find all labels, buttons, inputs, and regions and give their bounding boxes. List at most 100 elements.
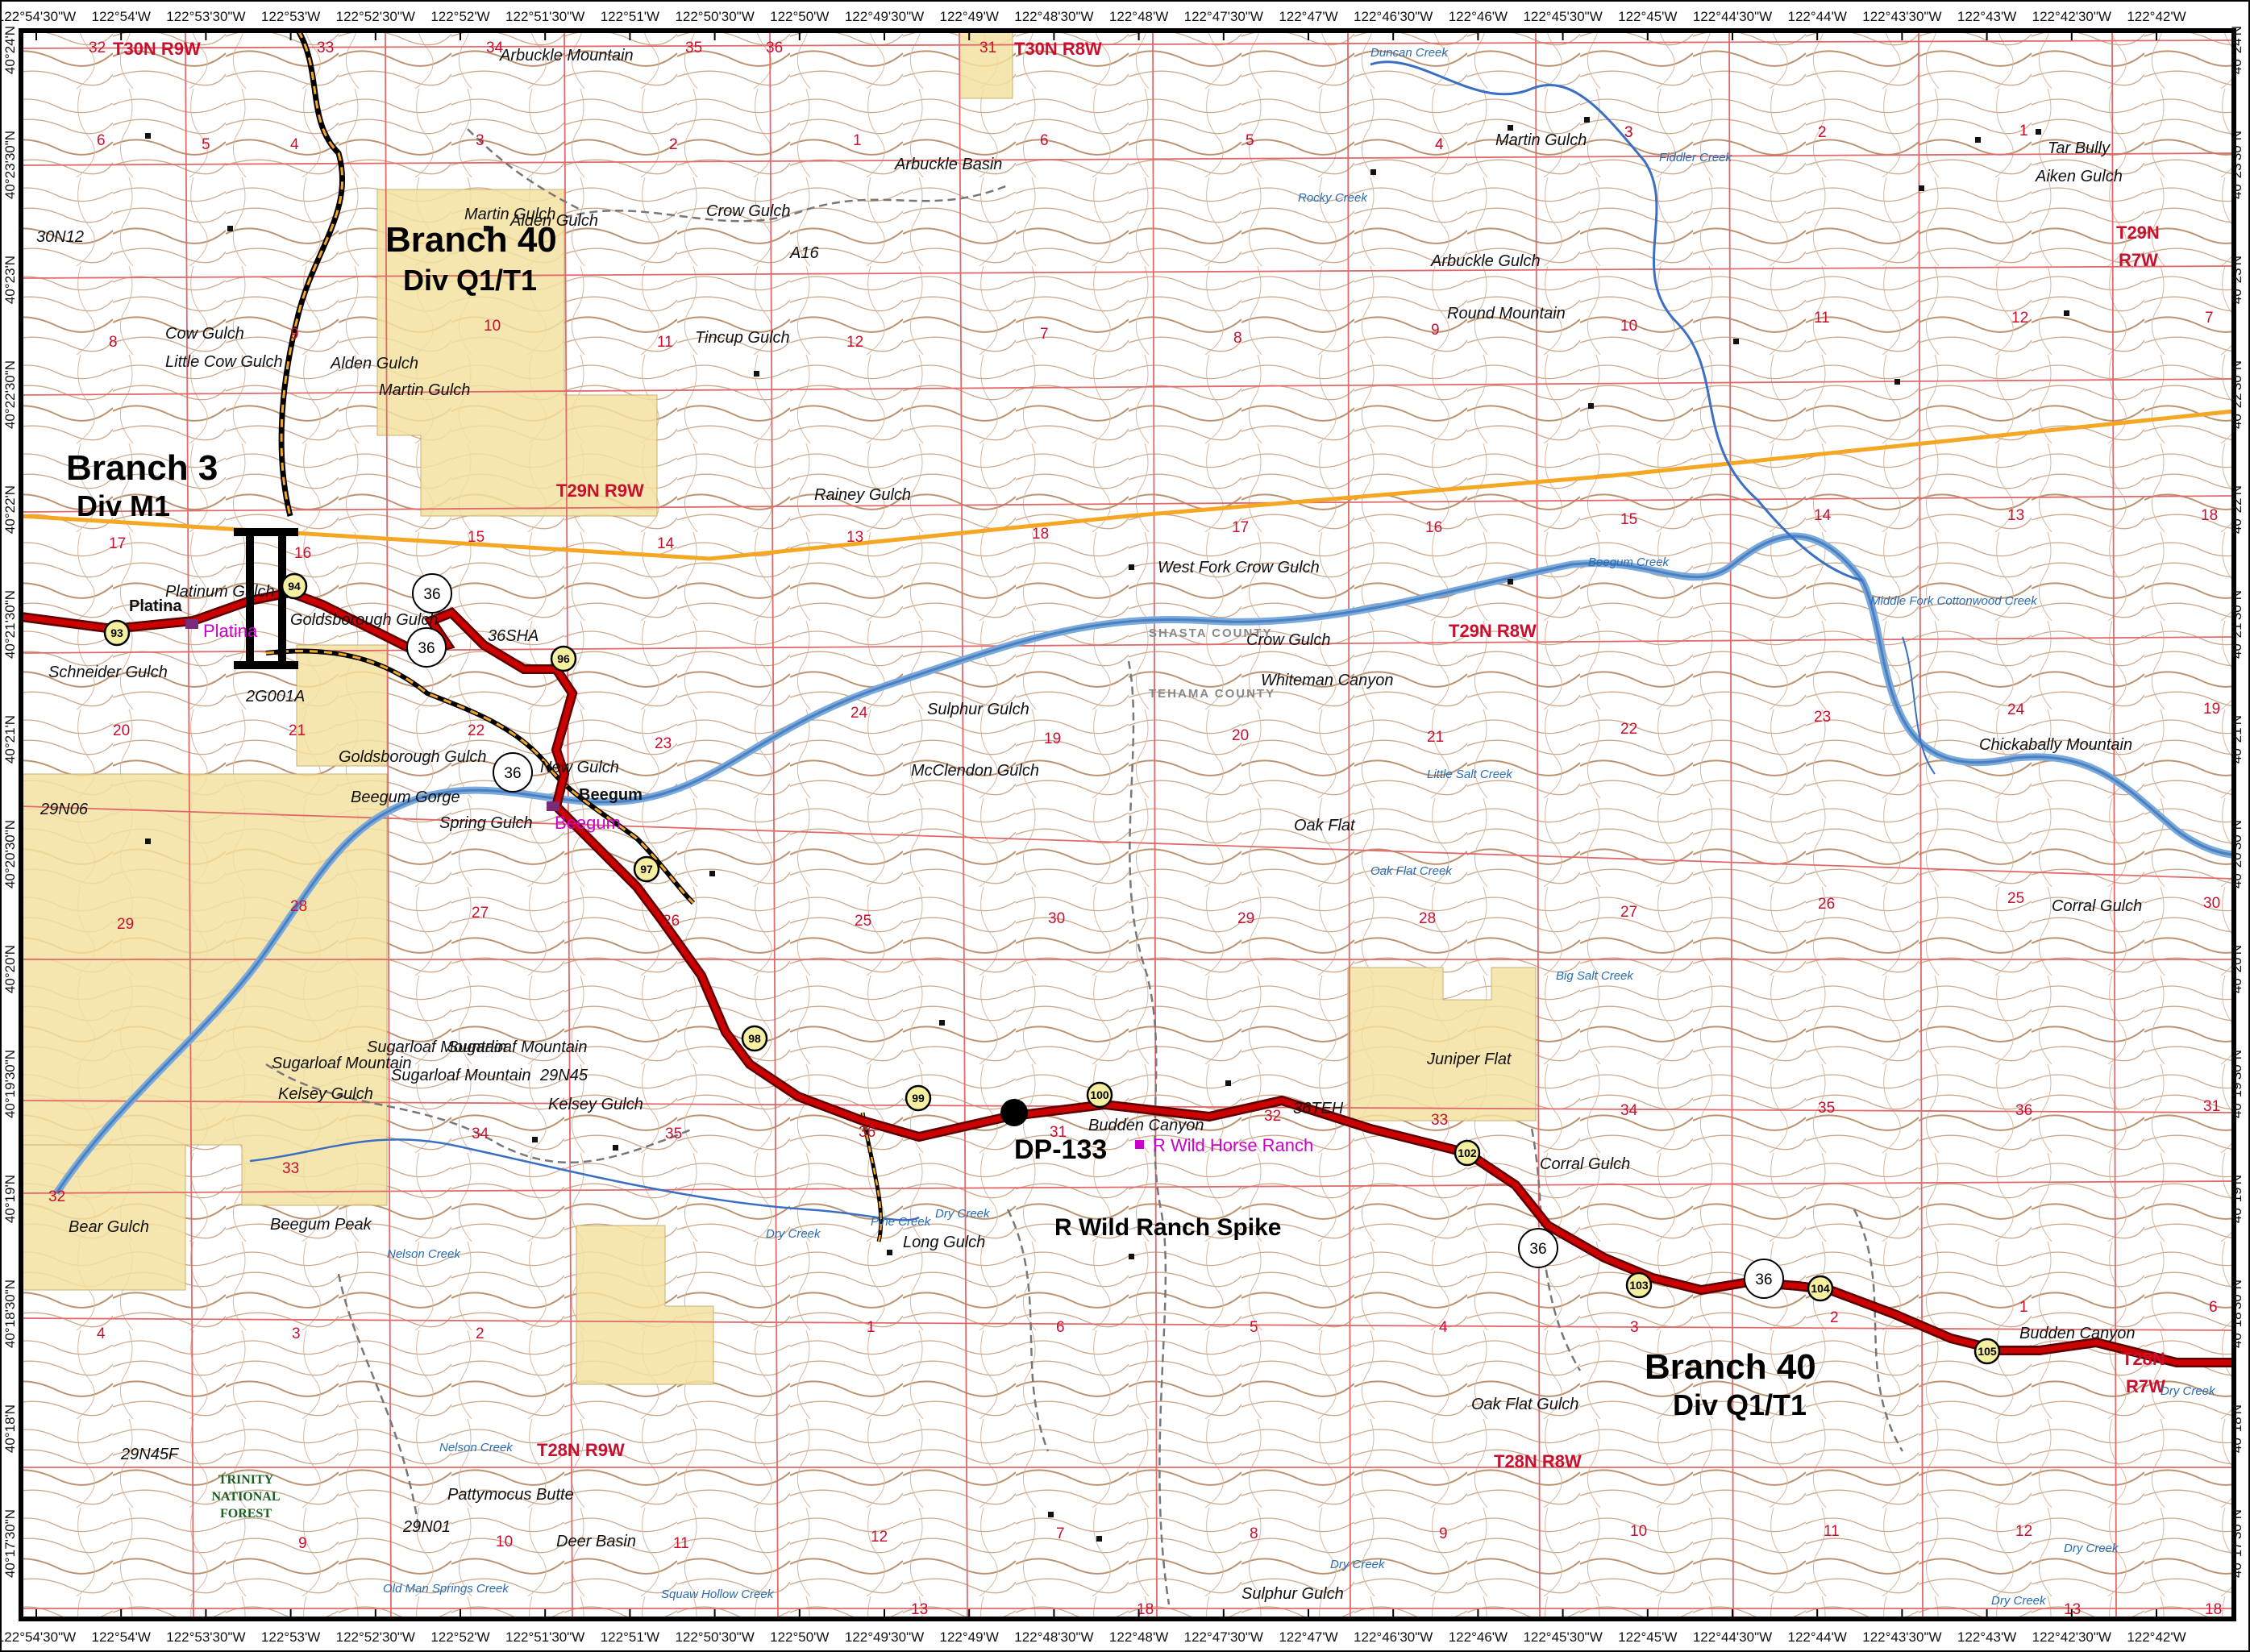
place-label: Martin Gulch [464, 206, 555, 223]
mile-marker-label: 102 [1458, 1146, 1477, 1159]
top-lon-label: 122°51'30"W [505, 9, 584, 24]
county-label: SHASTA COUNTY [1149, 626, 1273, 640]
top-lon-label: 122°44'30"W [1693, 9, 1772, 24]
orange-boundary-line [20, 409, 2235, 561]
section-number: 11 [1814, 310, 1830, 327]
section-number: 13 [846, 529, 863, 546]
section-number: 36 [766, 40, 783, 56]
top-lon-label: 122°50'30"W [675, 9, 754, 24]
top-lon-label: 122°48'30"W [1014, 9, 1093, 24]
top-lon-label: 122°47'30"W [1184, 9, 1263, 24]
section-number: 10 [496, 1533, 513, 1550]
beegum-magenta-label: Beegum [555, 813, 621, 833]
section-number: 10 [1630, 1523, 1647, 1540]
right-lat-label: 40°20'30"N [2229, 820, 2244, 888]
section-number: 32 [1264, 1108, 1281, 1125]
road-label: 30N12 [36, 228, 84, 246]
bottom-lon-label: 122°42'W [2127, 1629, 2186, 1645]
bottom-lon-label: 122°46'W [1449, 1629, 1508, 1645]
division-label: Div M1 [77, 489, 170, 522]
place-label: Whiteman Canyon [1261, 672, 1394, 689]
bottom-lon-label: 122°54'W [92, 1629, 151, 1645]
place-label: Little Cow Gulch [165, 353, 283, 371]
place-label: Schneider Gulch [48, 664, 168, 681]
creek-label: Dry Creek [1330, 1558, 1386, 1571]
section-number: 20 [1232, 727, 1249, 744]
section-number: 21 [289, 722, 306, 739]
section-number: 8 [109, 334, 118, 351]
wild-horse-ranch-label: R Wild Horse Ranch [1153, 1135, 1313, 1155]
road-label: 29N45 [539, 1067, 588, 1084]
township-label: T29N R8W [1449, 621, 1537, 641]
section-number: 1 [2019, 123, 2028, 139]
section-number: 3 [1630, 1319, 1639, 1336]
top-lon-label: 122°43'30"W [1862, 9, 1941, 24]
section-number: 11 [1824, 1523, 1840, 1540]
place-label: Bear Gulch [69, 1218, 149, 1236]
place-label: McClendon Gulch [911, 762, 1039, 780]
bottom-lon-label: 122°54'30"W [0, 1629, 76, 1645]
section-number: 18 [2201, 507, 2218, 524]
place-label: Beegum [579, 786, 643, 804]
road-label: 36SHA [488, 627, 539, 645]
road-label: 36TEH [1293, 1100, 1344, 1117]
left-lat-label: 40°21'N [2, 715, 18, 764]
township-label: R7W [2126, 1376, 2165, 1396]
right-lat-label: 40°22'N [2229, 485, 2244, 534]
section-number: 13 [911, 1601, 928, 1618]
left-lat-label: 40°21'30"N [2, 590, 18, 659]
section-number: 27 [1620, 904, 1637, 921]
forest-roads [265, 128, 1904, 1605]
creek-label: Dry Creek [2161, 1384, 2216, 1398]
section-number: 7 [2205, 310, 2214, 327]
township-labels: T30N R9W T30N R8W T29N R9W T29N R8W T28N… [113, 39, 2165, 1471]
creek-label: Pine Creek [871, 1215, 932, 1229]
creek-label: Squaw Hollow Creek [661, 1588, 775, 1601]
right-lat-label: 40°22'30"N [2229, 360, 2244, 429]
creek-label: Middle Fork Cottonwood Creek [1870, 594, 2038, 608]
mile-marker-label: 103 [1629, 1279, 1649, 1292]
section-number: 5 [1246, 132, 1254, 149]
section-number: 2 [669, 136, 678, 153]
place-label: Kelsey Gulch [278, 1085, 373, 1103]
road-labels: A16 36SHA 36TEH 29N06 29N45 29N01 30N12 … [36, 228, 1344, 1536]
road-label: 29N01 [402, 1518, 451, 1536]
creek-label: Beegum Creek [1588, 556, 1670, 569]
place-label: Crow Gulch [1246, 631, 1330, 649]
road-label: 2G001A [245, 688, 305, 705]
right-lat-label: 40°18'30"N [2229, 1280, 2244, 1348]
section-number: 24 [851, 705, 868, 722]
route-shield-text: 36 [1755, 1271, 1772, 1288]
section-number: 3 [1624, 124, 1633, 141]
section-number: 29 [117, 916, 134, 933]
creek-label: Dry Creek [1991, 1594, 2047, 1608]
place-label: Alden Gulch [509, 212, 598, 230]
right-lat-label: 40°17'30"N [2229, 1509, 2244, 1578]
place-label: Arbuckle Gulch [1430, 252, 1541, 270]
left-lat-label: 40°22'30"N [2, 360, 18, 429]
section-number: 22 [468, 722, 485, 739]
map-neatline [19, 28, 2236, 1621]
left-lat-label: 40°23'N [2, 256, 18, 304]
bottom-lon-label: 122°45'W [1618, 1629, 1677, 1645]
section-number: 3 [292, 1325, 301, 1342]
section-number: 27 [472, 905, 489, 922]
bottom-lon-label: 122°44'30"W [1693, 1629, 1772, 1645]
place-label: Kelsey Gulch [548, 1096, 643, 1113]
creek-label: Fiddler Creek [1659, 151, 1733, 164]
left-lat-label: 40°18'30"N [2, 1280, 18, 1348]
section-number: 25 [2007, 890, 2024, 907]
place-label: Juniper Flat [1426, 1051, 1512, 1068]
mile-marker-label: 105 [1978, 1345, 1997, 1358]
top-lon-label: 122°49'W [940, 9, 999, 24]
section-number: 6 [97, 132, 106, 149]
section-numbers: 32 33 34 35 36 31 6 5 4 3 2 1 5 4 3 2 1 … [48, 40, 2222, 1618]
top-lon-label: 122°51'W [601, 9, 659, 24]
section-number: 6 [1040, 132, 1049, 149]
section-number: 30 [1048, 910, 1065, 927]
section-number: 1 [867, 1319, 875, 1336]
section-number: 18 [2205, 1601, 2222, 1618]
bottom-lon-label: 122°52'30"W [336, 1629, 415, 1645]
left-lat-label: 40°20'30"N [2, 820, 18, 888]
